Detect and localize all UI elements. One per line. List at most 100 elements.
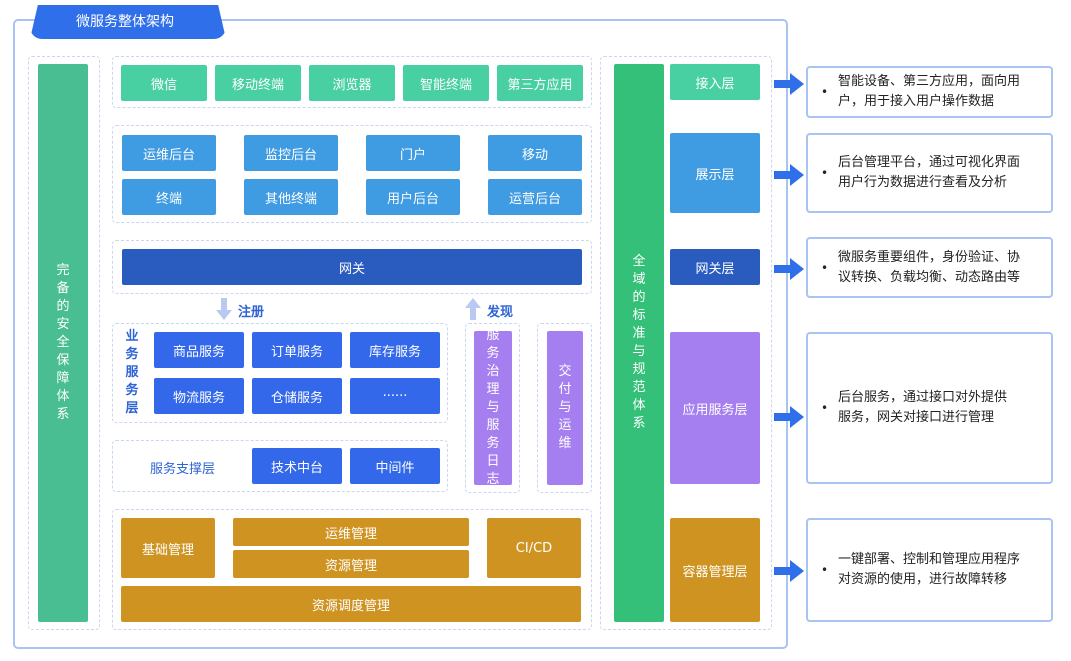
support-middleware: 中间件: [350, 448, 440, 484]
infra-basic-management: 基础管理: [121, 518, 215, 578]
biz-service-goods: 商品服务: [154, 332, 244, 368]
page-title: 微服务整体架构: [76, 14, 174, 30]
vertical-char: 的: [56, 299, 70, 314]
arrow-right-icon: [774, 73, 804, 95]
vertical-char: 全: [632, 254, 646, 269]
arrow-right-icon: [774, 258, 804, 280]
display-grid-frame: [112, 125, 592, 223]
access-item-third-party: 第三方应用: [497, 65, 583, 101]
vertical-char: 规: [632, 362, 646, 377]
display-item-other-terminal: 其他终端: [244, 179, 338, 215]
vertical-char: 备: [56, 281, 70, 296]
biz-service-logistics: 物流服务: [154, 378, 244, 414]
access-item-mobile: 移动终端: [215, 65, 301, 101]
vertical-char: 与: [486, 400, 500, 415]
bullet: •: [821, 260, 829, 275]
security-system-pillar: 完备的安全保障体系: [38, 64, 88, 622]
vertical-char: 运: [558, 418, 572, 433]
display-item-monitor-backend: 监控后台: [244, 135, 338, 171]
vertical-char: 完: [56, 263, 70, 278]
bullet: •: [821, 85, 829, 99]
vertical-char: 志: [486, 472, 500, 487]
desc-container: • 一键部署、控制和管理应用程序对资源的使用，进行故障转移: [806, 518, 1053, 622]
vertical-char: 的: [632, 290, 646, 305]
layer-display: 展示层: [670, 133, 760, 213]
access-row-frame: [112, 56, 592, 108]
vertical-char: 服: [486, 328, 500, 343]
vertical-char: 务: [486, 346, 500, 361]
architecture-frame: [13, 19, 788, 649]
vertical-char: 障: [56, 371, 70, 386]
vertical-char: 标: [632, 308, 646, 323]
infra-ops-management: 运维管理: [233, 518, 469, 546]
vertical-char: 系: [56, 407, 70, 422]
right-column-frame: [600, 56, 772, 630]
governance-frame: [465, 323, 520, 493]
vertical-char: 与: [558, 400, 572, 415]
layer-gateway: 网关层: [670, 249, 760, 285]
layer-access: 接入层: [670, 64, 760, 100]
biz-service-more: ······: [350, 378, 440, 414]
display-item-terminal: 终端: [122, 179, 216, 215]
delivery-frame: [537, 323, 592, 493]
vertical-char: 治: [486, 364, 500, 379]
desc-application: • 后台服务，通过接口对外提供服务，网关对接口进行管理: [806, 332, 1053, 484]
vertical-char: 保: [56, 353, 70, 368]
infra-frame: [112, 509, 592, 630]
gateway-frame: [112, 240, 592, 294]
vertical-char: 范: [632, 380, 646, 395]
register-label: 注册: [238, 305, 265, 320]
biz-layer-frame: [112, 323, 448, 423]
vertical-char: 务: [125, 383, 139, 398]
vertical-char: 层: [125, 401, 139, 416]
desc-display: • 后台管理平台，通过可视化界面用户行为数据进行查看及分析: [806, 133, 1053, 213]
vertical-char: 维: [558, 436, 572, 451]
vertical-char: 务: [486, 436, 500, 451]
bullet: •: [821, 166, 829, 180]
vertical-char: 域: [632, 272, 646, 287]
access-item-smart-terminal: 智能终端: [403, 65, 489, 101]
infra-resource-management: 资源管理: [233, 550, 469, 578]
delivery-ops-column: 交付与运维: [547, 331, 583, 485]
biz-service-inventory: 库存服务: [350, 332, 440, 368]
vertical-char: 务: [125, 347, 139, 362]
biz-service-warehouse: 仓储服务: [252, 378, 342, 414]
register-arrow-icon: [216, 298, 232, 320]
arrow-right-icon: [774, 164, 804, 186]
vertical-char: 安: [56, 317, 70, 332]
arrow-right-icon: [774, 406, 804, 428]
vertical-char: 交: [558, 364, 572, 379]
display-item-ops-backend: 运维后台: [122, 135, 216, 171]
vertical-char: 日: [486, 454, 500, 469]
vertical-char: 业: [125, 329, 139, 344]
display-item-mobile: 移动: [488, 135, 582, 171]
infra-cicd: CI/CD: [487, 518, 581, 578]
vertical-char: 服: [486, 418, 500, 433]
vertical-char: 全: [56, 335, 70, 350]
discover-label: 发现: [487, 305, 514, 320]
infra-resource-scheduling: 资源调度管理: [121, 586, 581, 622]
service-governance-column: 服务治理与服务日志: [474, 328, 512, 487]
display-item-user-backend: 用户后台: [366, 179, 460, 215]
vertical-char: 理: [486, 382, 500, 397]
support-tech-platform: 技术中台: [252, 448, 342, 484]
vertical-char: 与: [632, 344, 646, 359]
layer-container-management: 容器管理层: [670, 518, 760, 622]
discover-arrow-icon: [465, 298, 481, 320]
display-item-operation-backend: 运营后台: [488, 179, 582, 215]
biz-service-order: 订单服务: [252, 332, 342, 368]
title-tab: [30, 5, 226, 39]
left-pillar-frame: [28, 56, 100, 630]
vertical-char: 服: [125, 365, 139, 380]
layer-application-service: 应用服务层: [670, 332, 760, 484]
desc-gateway: • 微服务重要组件，身份验证、协议转换、负载均衡、动态路由等: [806, 237, 1053, 298]
standards-system-pillar: 全域的标准与规范体系: [614, 64, 664, 622]
bullet: •: [821, 563, 829, 577]
gateway-bar: 网关: [122, 249, 582, 285]
biz-layer-label: 业务服务层: [120, 328, 144, 418]
vertical-char: 体: [56, 389, 70, 404]
support-layer-frame: [112, 440, 448, 492]
bullet: •: [821, 401, 829, 415]
access-item-browser: 浏览器: [309, 65, 395, 101]
vertical-char: 准: [632, 326, 646, 341]
